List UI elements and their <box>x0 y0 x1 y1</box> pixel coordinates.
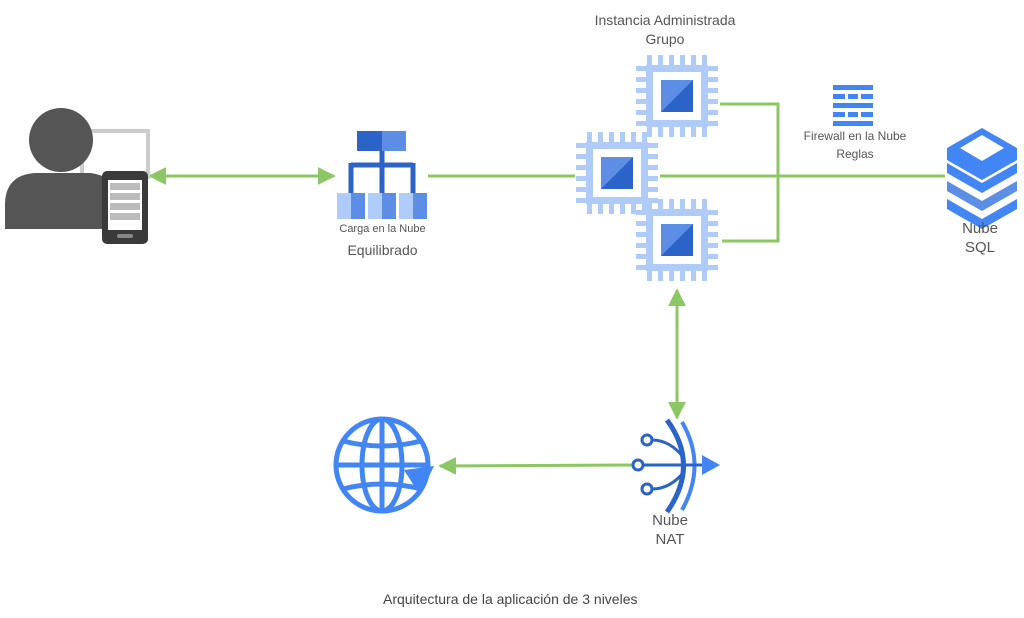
cloud-sql-label-line1: Nube <box>962 220 998 237</box>
nat-internet-arrow <box>438 456 635 475</box>
connectors <box>148 102 945 475</box>
cloud-nat-label-line1: Nube <box>652 512 688 529</box>
instance-group-label-line1: Instancia Administrada <box>594 12 736 28</box>
cloud-nat-icon <box>631 418 720 514</box>
firewall-icon <box>833 85 873 126</box>
globe-arrow-icon <box>404 466 434 495</box>
diagram-caption: Arquitectura de la aplicación de 3 nivel… <box>383 591 638 607</box>
user-with-mobile-icon <box>5 108 150 244</box>
globe-icon <box>333 416 431 514</box>
chip-top-connector <box>720 102 780 243</box>
database-icon <box>947 128 1017 229</box>
load-balancer-label-line1: Carga en la Nube <box>339 223 426 235</box>
cloud-nat-label-line2: NAT <box>655 531 685 548</box>
load-balancer-icon <box>337 131 427 219</box>
instance-group-label-line2: Grupo <box>645 31 685 47</box>
firewall-label-line1: Firewall en la Nube <box>803 129 907 143</box>
compute-chip-icon <box>576 55 718 281</box>
load-balancer-label-line2: Equilibrado <box>347 242 418 258</box>
cloud-sql-label-line2: SQL <box>964 239 995 256</box>
firewall-label-line2: Reglas <box>836 147 874 161</box>
